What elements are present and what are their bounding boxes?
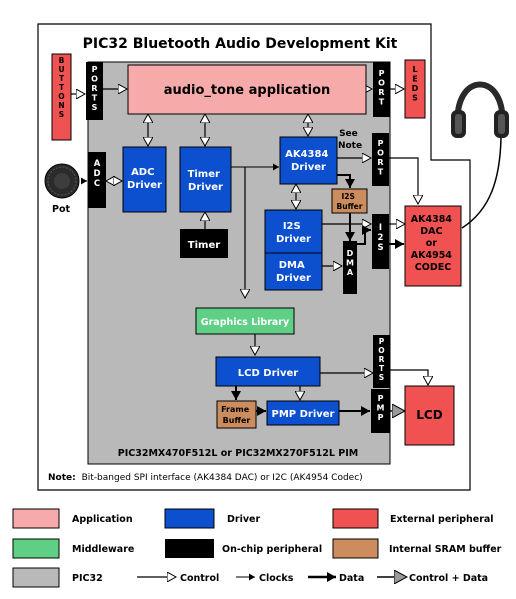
ports-left [86, 62, 103, 120]
legend-swatch-driver [164, 508, 215, 529]
legend-middleware: Middleware [72, 544, 134, 555]
legend-control: Control [180, 573, 219, 584]
legend-application: Application [72, 514, 133, 525]
arrow-ports-lcd [390, 369, 428, 385]
dma-port [343, 241, 357, 294]
i2s-driver-label: I2S Driver [276, 221, 311, 245]
lcd-driver [215, 356, 321, 387]
pot-label: Pot [52, 204, 70, 215]
leds-peripheral [404, 59, 426, 119]
pot-icon [44, 163, 80, 199]
dma-driver-label: DMA Driver [276, 260, 311, 284]
adc-driver [122, 146, 167, 213]
application-block [127, 64, 367, 115]
buttons-peripheral [51, 53, 72, 141]
lcd-driver-label: LCD Driver [238, 368, 298, 379]
application-label: audio_tone application [164, 83, 331, 98]
legend: Application Driver External peripheral M… [12, 508, 502, 588]
timer-label: Timer [188, 240, 220, 251]
diagram-title: PIC32 Bluetooth Audio Development Kit [83, 36, 398, 52]
legend-pic32: PIC32 [72, 573, 103, 584]
arrow-dma-i2sport [357, 225, 371, 245]
pmp-driver-label: PMP Driver [272, 409, 335, 420]
legend-internal-sram-buffer: Internal SRAM buffer [389, 544, 502, 555]
lcd-peripheral [404, 385, 455, 446]
legend-swatch-external [332, 508, 379, 529]
legend-external-peripheral: External peripheral [390, 514, 494, 525]
i2s-buffer [331, 188, 368, 214]
codec-peripheral [404, 205, 462, 287]
legend-control-data: Control + Data [409, 573, 488, 584]
ports-lcd [373, 335, 390, 388]
legend-swatch-middleware [12, 538, 60, 559]
legend-swatch-application [12, 508, 60, 529]
arrow-port-codec [389, 157, 418, 204]
legend-onchip-peripheral: On-chip peripheral [222, 544, 322, 555]
timer-driver-label: Timer Driver [188, 169, 224, 193]
adc-port [88, 152, 106, 208]
ak4384-driver [279, 136, 338, 185]
timer-driver [179, 146, 232, 213]
i2s-driver [264, 209, 323, 254]
i2s-buffer-label: I2S Buffer [337, 192, 363, 211]
codec-label: AK4384 DAC or AK4954 CODEC [411, 214, 455, 273]
headphones-icon [451, 81, 509, 229]
ak4384-driver-label: AK4384 Driver [285, 149, 332, 173]
graphics-library-label: Graphics Library [201, 317, 290, 328]
i2s-port [372, 214, 389, 269]
timer-block [180, 229, 228, 258]
graphics-library [195, 307, 295, 335]
pmp-driver [266, 400, 340, 426]
frame-buffer-label: Frame Buffer [221, 405, 252, 425]
see-note: See Note [338, 129, 362, 151]
pim-label: PIC32MX470F512L or PIC32MX270F512L PIM [118, 448, 358, 459]
legend-swatch-onchip [165, 539, 214, 558]
port-leds [373, 62, 390, 117]
pmp-port [371, 389, 390, 433]
adc-driver-label: ADC Driver [127, 167, 162, 191]
legend-swatch-sram [332, 538, 379, 559]
frame-buffer [216, 400, 257, 429]
legend-data: Data [339, 573, 364, 584]
legend-driver: Driver [227, 514, 260, 525]
dma-driver [264, 252, 323, 291]
port-ak [372, 133, 389, 186]
legend-swatch-pic32 [12, 567, 60, 588]
legend-clocks: Clocks [259, 573, 294, 584]
lcd-label: LCD [416, 408, 442, 422]
footnote: Note: Bit-banged SPI interface (AK4384 D… [48, 473, 363, 483]
